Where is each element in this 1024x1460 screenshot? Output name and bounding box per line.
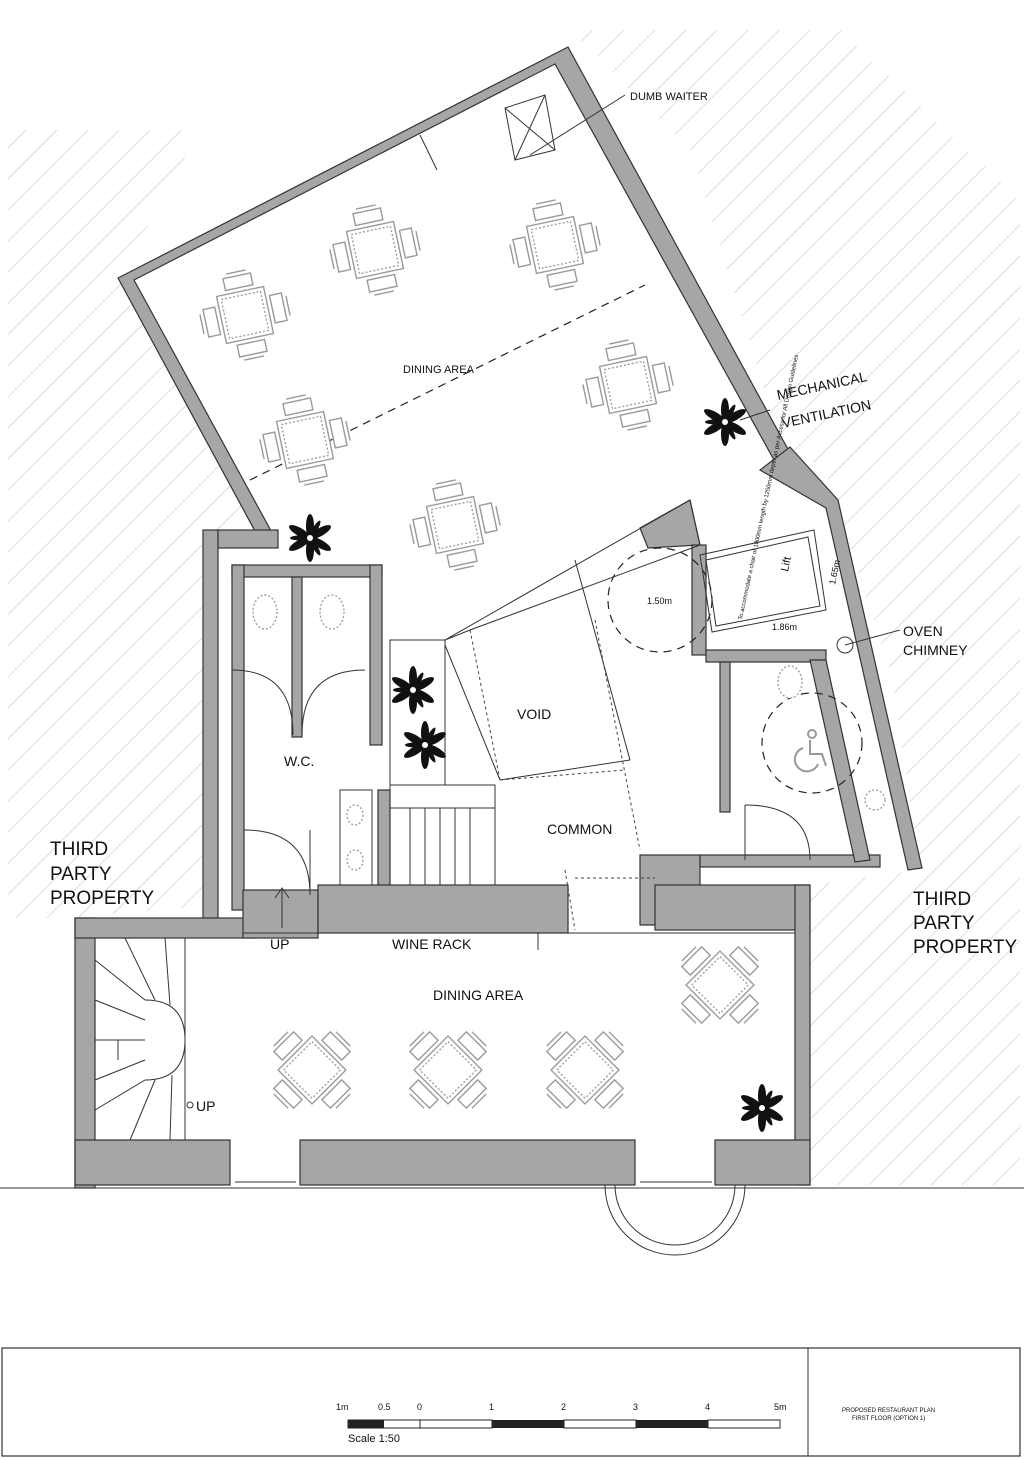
- upper-dining-tables: [192, 192, 681, 578]
- wc-label: W.C.: [284, 753, 314, 769]
- third-party-left-3: PROPERTY: [50, 888, 155, 909]
- up-label-1: UP: [270, 936, 289, 952]
- dumb-waiter-label: DUMB WAITER: [630, 91, 708, 103]
- lower-dining-walls: [0, 884, 1024, 1256]
- third-party-right-3: PROPERTY: [913, 937, 1018, 958]
- third-party-hatching: [8, 30, 1020, 1185]
- plants: [287, 398, 785, 1132]
- scale-tick-4: 4: [705, 1402, 710, 1412]
- turning-circle-label: 1.50m: [647, 596, 672, 606]
- scale-tick-3: 3: [633, 1402, 638, 1412]
- third-party-right-1: THIRD: [913, 889, 971, 910]
- middle-walls: [202, 529, 881, 926]
- lower-dining-tables: [249, 922, 783, 1133]
- oven-chimney-label-2: CHIMNEY: [903, 642, 968, 658]
- scale-bar: 1m 0.5 0 1 2 3 4 5m Scale 1:50: [336, 1402, 787, 1445]
- wc-fixtures: [231, 594, 886, 896]
- dumb-waiter-box: [419, 94, 556, 171]
- lift-shaft: [699, 529, 827, 633]
- third-party-left-2: PARTY: [50, 864, 112, 885]
- lift-title: Lift: [779, 556, 794, 573]
- common-label: COMMON: [547, 821, 612, 837]
- lift-width-label: 1.86m: [772, 622, 797, 632]
- wine-rack-label: WINE RACK: [392, 936, 472, 952]
- scale-tick-0-5: 0.5: [378, 1402, 391, 1412]
- scale-tick-2: 2: [561, 1402, 566, 1412]
- title-block-line1: PROPOSED RESTAURANT PLAN: [842, 1408, 935, 1414]
- third-party-left-1: THIRD: [50, 839, 108, 860]
- straight-stair: [389, 639, 496, 886]
- oven-chimney-label-1: OVEN: [903, 623, 943, 639]
- leader-lines: [274, 94, 901, 928]
- scale-caption: Scale 1:50: [348, 1433, 400, 1445]
- scale-tick-1m: 1m: [336, 1402, 349, 1412]
- title-strip: [1, 1347, 1021, 1457]
- scale-tick-0: 0: [417, 1402, 422, 1412]
- dining-area-lower-label: DINING AREA: [433, 987, 524, 1003]
- scale-tick-1: 1: [489, 1402, 494, 1412]
- title-block-line2: FIRST FLOOR (OPTION 1): [852, 1416, 925, 1422]
- dining-area-upper-label: DINING AREA: [403, 364, 475, 376]
- oven-chimney-symbol: [836, 636, 854, 654]
- lift-depth-label: 1.65m: [827, 559, 842, 586]
- void-label: VOID: [517, 706, 551, 722]
- up-label-2: UP: [196, 1098, 215, 1114]
- scale-tick-5m: 5m: [774, 1402, 787, 1412]
- spiral-stair: [94, 937, 194, 1141]
- third-party-right-2: PARTY: [913, 913, 975, 934]
